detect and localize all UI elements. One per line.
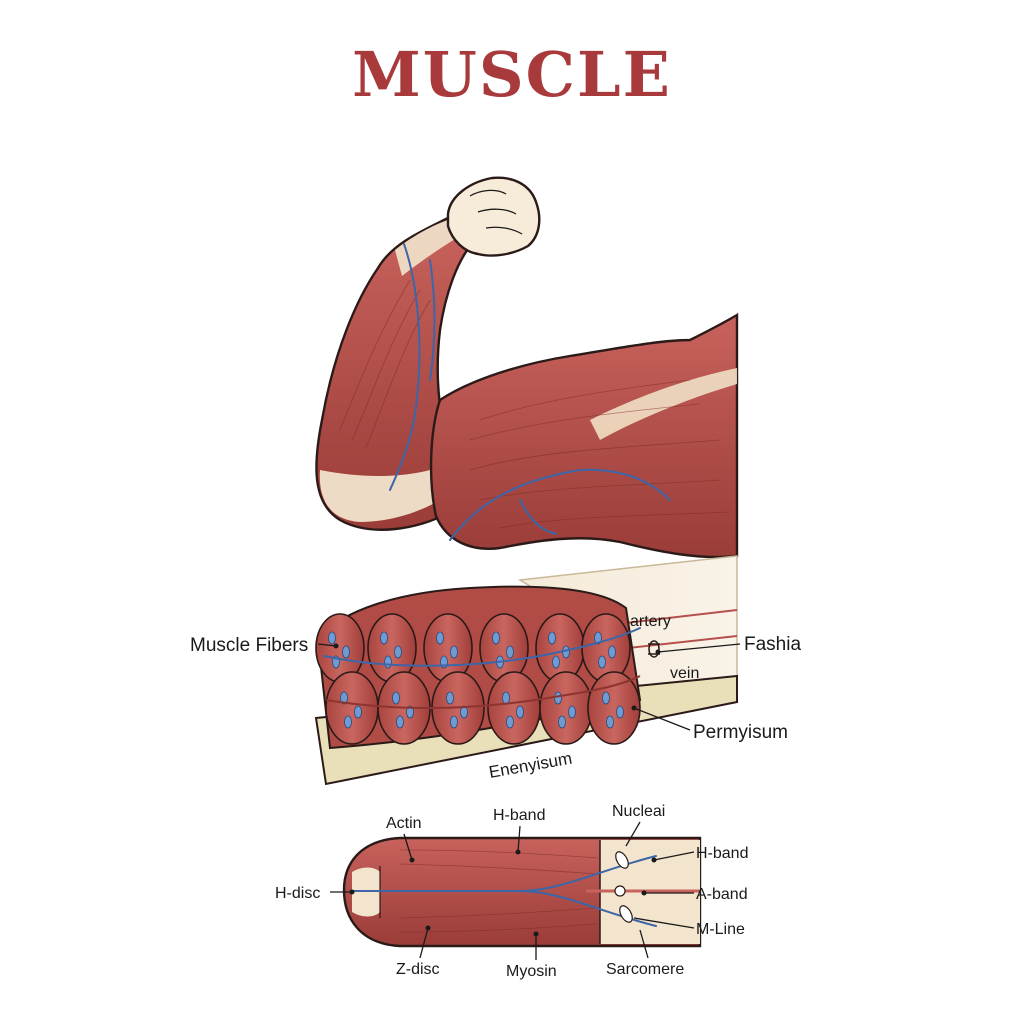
label-actin: Actin	[386, 815, 422, 832]
fiber-end	[581, 613, 631, 683]
deltoid-tendon	[590, 368, 737, 440]
fiber-nucleus	[594, 631, 602, 645]
label-muscle-fibers: Muscle Fibers	[190, 635, 308, 656]
label-h-band-right: H-band	[696, 845, 748, 862]
upper-arm	[429, 312, 739, 559]
fiber-nucleus	[506, 645, 514, 659]
fiber-nucleus	[406, 705, 414, 719]
flexed-arm	[315, 176, 739, 559]
label-sarcomere: Sarcomere	[606, 961, 684, 978]
forearm-tendon	[319, 470, 440, 522]
label-myosin: Myosin	[506, 963, 557, 980]
label-h-disc: H-disc	[275, 885, 320, 902]
fiber-nucleus	[450, 645, 458, 659]
wrist-tendon	[395, 220, 460, 276]
fiber-end	[539, 671, 593, 745]
label-vein: vein	[670, 665, 699, 682]
label-nucleai: Nucleai	[612, 803, 665, 820]
fiber-ends	[315, 613, 641, 745]
fiber-nucleus	[450, 715, 458, 729]
diagram-title: MUSCLE	[352, 38, 672, 111]
label-m-line: M-Line	[696, 921, 745, 938]
fiber-nucleus	[554, 691, 562, 705]
myofibril-diagram	[342, 836, 702, 948]
fiber-nucleus	[502, 691, 510, 705]
label-endomysium: Enenyisum	[487, 749, 573, 782]
fiber-nucleus	[328, 631, 336, 645]
fiber-nucleus	[460, 705, 468, 719]
fiber-nucleus	[344, 715, 352, 729]
fiber-nucleus	[392, 691, 400, 705]
fiber-nucleus	[568, 705, 576, 719]
sarcomere-annotations: Actin H-band Nucleai H-band H-disc A-ban…	[275, 803, 748, 980]
fiber-end	[487, 671, 541, 745]
fiber-end	[587, 671, 641, 745]
fiber-nucleus	[354, 705, 362, 719]
fiber-nucleus	[340, 691, 348, 705]
fist	[446, 176, 541, 257]
fiber-nucleus	[608, 645, 616, 659]
fiber-nucleus	[384, 655, 392, 669]
fiber-nucleus	[616, 705, 624, 719]
label-permyisum: Permyisum	[693, 722, 788, 743]
fiber-nucleus	[558, 715, 566, 729]
fiber-nucleus	[516, 705, 524, 719]
muscle-cross-section	[314, 555, 738, 786]
label-a-band: A-band	[696, 886, 748, 903]
fiber-nucleus	[396, 715, 404, 729]
arm-fiber-lines	[339, 279, 731, 529]
fiber-nucleus	[394, 645, 402, 659]
fiber-nucleus	[602, 691, 610, 705]
fiber-end	[325, 671, 379, 745]
fiber-nucleus	[436, 631, 444, 645]
fiber-nucleus	[552, 655, 560, 669]
fiber-nucleus	[548, 631, 556, 645]
fiber-nucleus	[492, 631, 500, 645]
label-fashia: Fashia	[744, 634, 801, 655]
label-artery: artery	[630, 613, 671, 630]
fiber-nucleus	[446, 691, 454, 705]
fiber-end	[479, 613, 529, 683]
label-h-band-top: H-band	[493, 807, 545, 824]
label-z-disc: Z-disc	[396, 961, 440, 978]
fiber-nucleus	[380, 631, 388, 645]
fiber-end	[423, 613, 473, 683]
arm-blood-vessels	[389, 243, 671, 541]
fiber-nucleus	[506, 715, 514, 729]
fiber-nucleus	[342, 645, 350, 659]
fiber-nucleus	[598, 655, 606, 669]
fiber-nucleus	[606, 715, 614, 729]
